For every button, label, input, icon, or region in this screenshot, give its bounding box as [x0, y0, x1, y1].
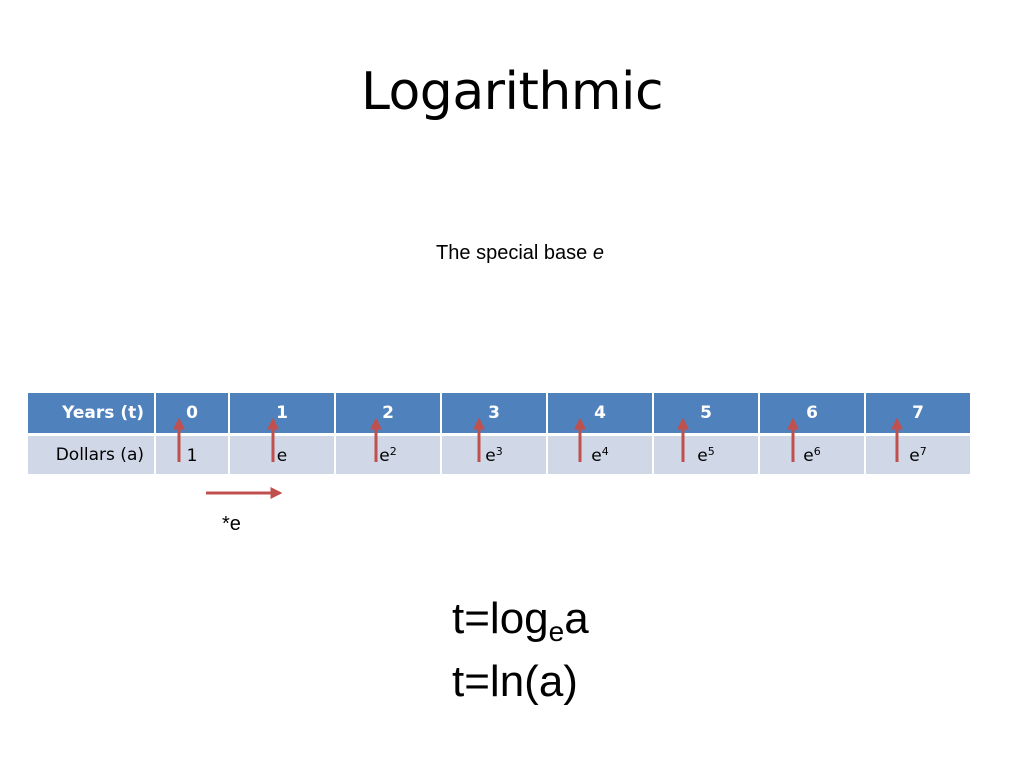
slide-subtitle: The special base e [0, 242, 1024, 265]
dollar-cell: e [228, 434, 336, 474]
dollar-cell: e3 [440, 434, 548, 474]
subtitle-variable: e [592, 242, 604, 264]
year-cell: 7 [864, 393, 972, 436]
year-cell: 6 [758, 393, 866, 436]
year-cell: 2 [334, 393, 442, 436]
formula-log: t=logea [452, 594, 589, 647]
subtitle-text: The special base [436, 242, 593, 264]
year-cell: 4 [546, 393, 654, 436]
dollars-row-label: Dollars (a) [26, 434, 156, 474]
multiplier-label: *e [222, 513, 241, 535]
year-cell: 0 [154, 393, 230, 436]
slide-title: Logarithmic [360, 62, 664, 122]
year-cell: 1 [228, 393, 336, 436]
years-dollars-table: Years (t) 0 1 2 3 4 5 6 7 Dollars (a) 1 … [26, 393, 972, 474]
year-cell: 5 [652, 393, 760, 436]
dollar-cell: e5 [652, 434, 760, 474]
dollar-cell: e4 [546, 434, 654, 474]
formula-ln: t=ln(a) [452, 657, 578, 706]
years-row: Years (t) 0 1 2 3 4 5 6 7 [26, 393, 972, 436]
year-cell: 3 [440, 393, 548, 436]
dollar-cell: e6 [758, 434, 866, 474]
formula-block: t=logea t=ln(a) [452, 594, 589, 707]
dollar-cell: e7 [864, 434, 972, 474]
dollars-row: Dollars (a) 1 e e2 e3 e4 e5 e6 e7 [26, 434, 972, 474]
dollar-cell: 1 [154, 434, 230, 474]
years-header-label: Years (t) [26, 393, 156, 436]
dollar-cell: e2 [334, 434, 442, 474]
